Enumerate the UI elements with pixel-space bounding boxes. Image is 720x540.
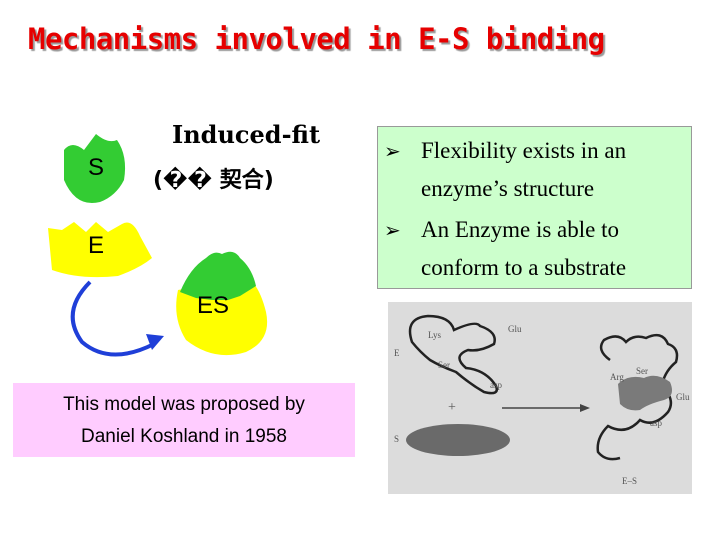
figure-label-s: S	[394, 434, 400, 444]
model-subtitle: (�� 契合)	[153, 168, 274, 193]
model-title: Induced-fit	[172, 120, 321, 149]
model-note-line1: This model was proposed by	[63, 394, 305, 415]
complex-substrate-shape	[180, 251, 256, 300]
arrowhead-bullet-icon: ➢	[384, 218, 401, 242]
reaction-arrowhead-icon	[580, 404, 590, 412]
model-note-line2: Daniel Koshland in 1958	[81, 426, 287, 447]
binding-arrowhead-icon	[146, 334, 164, 350]
free-enzyme-chain	[408, 314, 498, 395]
enzyme-label: E	[88, 232, 105, 259]
figure-label-glu-bound: Glu	[676, 392, 690, 402]
substrate-label: S	[88, 154, 105, 181]
figure-label-asp-bound: asp	[650, 418, 662, 428]
bullet-text: Flexibility exists in an enzyme’s struct…	[421, 138, 627, 201]
page-title: Mechanisms involved in E-S binding	[28, 22, 605, 56]
figure-label-glu: Glu	[508, 324, 522, 334]
binding-arrow	[70, 280, 155, 357]
figure-label-arg: Arg	[610, 372, 624, 382]
bound-enzyme-chain	[596, 333, 679, 461]
model-note-box: This model was proposed by Daniel Koshla…	[13, 383, 355, 457]
figure-label-es: E–S	[622, 476, 638, 486]
protein-figure	[388, 302, 692, 494]
figure-label-asp: asp	[490, 380, 502, 390]
bullet-text: An Enzyme is able to conform to a substr…	[421, 217, 627, 280]
complex-label: ES	[197, 292, 230, 319]
bound-substrate-shape	[618, 375, 672, 411]
figure-label-plus: +	[448, 400, 456, 415]
figure-label-lys: Lys	[428, 330, 442, 340]
flexibility-box: ➢ Flexibility exists in an enzyme’s stru…	[377, 126, 692, 289]
enzyme-shape	[48, 222, 152, 278]
substrate-shape	[64, 134, 126, 204]
figure-label-ser: Ser	[438, 360, 450, 370]
complex-enzyme-shape	[176, 280, 268, 356]
free-substrate-ellipse	[406, 424, 510, 456]
figure-label-ser-bound: Ser	[636, 366, 648, 376]
arrowhead-bullet-icon: ➢	[384, 139, 401, 163]
figure-label-e: E	[394, 348, 400, 358]
